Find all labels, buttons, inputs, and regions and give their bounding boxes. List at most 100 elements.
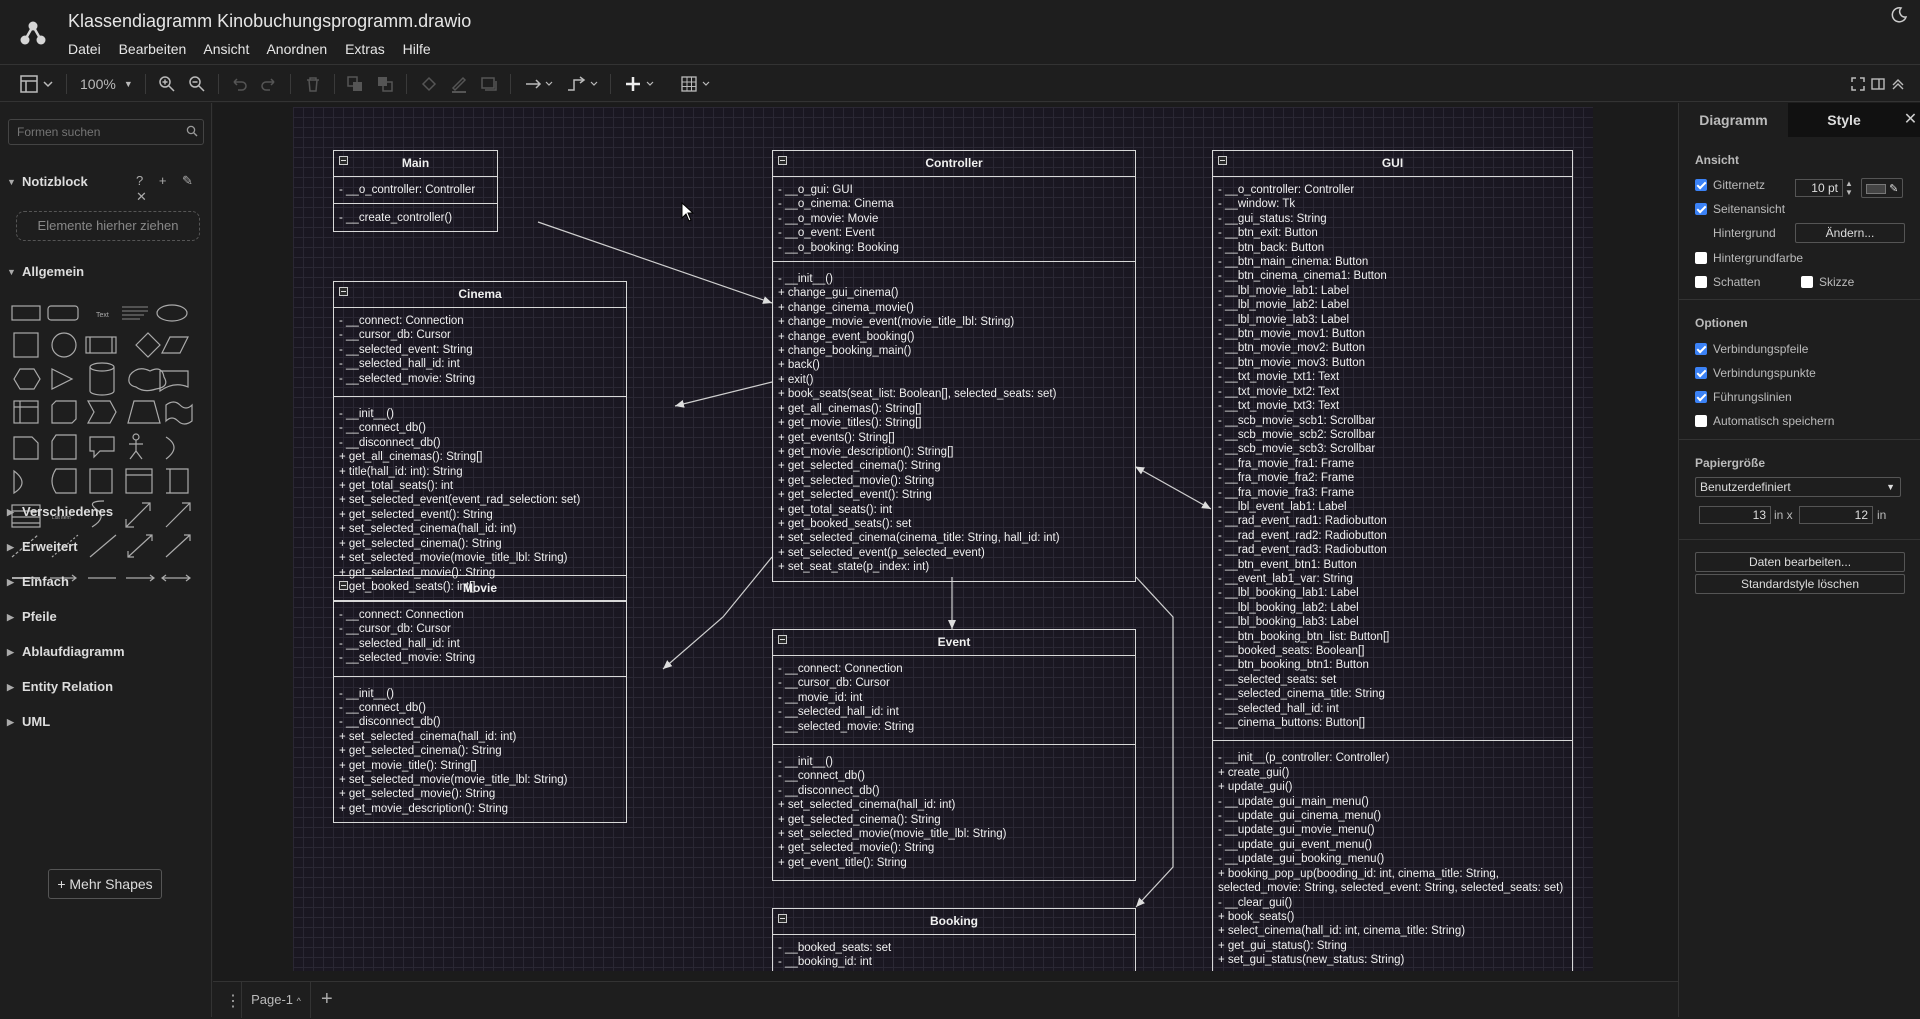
- table-icon[interactable]: [680, 74, 714, 94]
- grid-size-stepper-icon[interactable]: ▲▼: [1845, 179, 1853, 197]
- add-page-icon[interactable]: +: [321, 988, 333, 1010]
- zoom-in-icon[interactable]: [158, 74, 176, 94]
- menu-help[interactable]: Hilfe: [402, 41, 431, 57]
- tab-diagram[interactable]: Diagramm: [1679, 103, 1788, 137]
- diagram-page[interactable]: Main - __o_controller: Controller - __cr…: [293, 107, 1593, 971]
- section-advanced[interactable]: ▶Erweitert: [0, 536, 212, 558]
- class-movie[interactable]: Movie - __connect: Connection - __cursor…: [333, 575, 627, 824]
- class-event[interactable]: Event - __connect: Connection - __cursor…: [772, 629, 1136, 882]
- section-flowchart[interactable]: ▶Ablaufdiagramm: [0, 641, 212, 663]
- page-view-checkbox[interactable]: [1695, 203, 1707, 215]
- collapse-icon[interactable]: [778, 156, 787, 165]
- undo-icon[interactable]: [230, 74, 248, 94]
- collapse-icon[interactable]: [339, 156, 348, 165]
- change-background-button[interactable]: Ändern...: [1795, 223, 1905, 243]
- chevron-down-icon: ▼: [123, 79, 133, 89]
- paper-size-select[interactable]: Benutzerdefiniert▼: [1695, 477, 1901, 497]
- menu-edit[interactable]: Bearbeiten: [118, 41, 187, 57]
- collapse-up-icon[interactable]: [1890, 74, 1906, 94]
- method-line: + get_selected_cinema(): String: [339, 745, 502, 758]
- class-header[interactable]: Booking: [773, 909, 1135, 935]
- format-panel-toggle-icon[interactable]: [20, 74, 54, 94]
- document-title[interactable]: Klassendiagramm Kinobuchungsprogramm.dra…: [68, 11, 472, 31]
- method-line: + get_movie_description(): String: [339, 802, 509, 815]
- fill-color-icon[interactable]: [420, 74, 438, 94]
- sketch-checkbox[interactable]: [1801, 276, 1813, 288]
- grid-size-input[interactable]: 10 pt: [1795, 179, 1843, 197]
- class-header[interactable]: Controller: [773, 151, 1135, 177]
- paper-width-input[interactable]: 13: [1699, 506, 1771, 524]
- menu-file[interactable]: Datei: [68, 41, 101, 57]
- section-entity-relation[interactable]: ▶Entity Relation: [0, 676, 212, 698]
- split-panel-icon[interactable]: [1870, 74, 1886, 94]
- zoom-out-icon[interactable]: [188, 74, 206, 94]
- section-uml[interactable]: ▶UML: [0, 711, 212, 733]
- search-icon[interactable]: [186, 125, 198, 137]
- section-arrows[interactable]: ▶Pfeile: [0, 606, 212, 628]
- class-title: Cinema: [458, 287, 502, 301]
- clear-default-style-button[interactable]: Standardstyle löschen: [1695, 574, 1905, 594]
- zoom-value: 100%: [80, 76, 116, 92]
- class-header[interactable]: Movie: [334, 576, 626, 602]
- diagram-canvas[interactable]: Main - __o_controller: Controller - __cr…: [213, 103, 1678, 981]
- autosave-checkbox[interactable]: [1695, 415, 1707, 427]
- class-main[interactable]: Main - __o_controller: Controller - __cr…: [333, 150, 498, 232]
- line-color-icon[interactable]: [450, 74, 468, 94]
- connection-points-checkbox[interactable]: [1695, 367, 1707, 379]
- class-cinema[interactable]: Cinema - __connect: Connection - __curso…: [333, 281, 627, 602]
- section-misc[interactable]: ▶Verschiedenes: [0, 501, 212, 523]
- dark-mode-moon-icon[interactable]: [1890, 6, 1908, 24]
- paper-height-input[interactable]: 12: [1799, 506, 1873, 524]
- delete-icon[interactable]: [304, 74, 322, 94]
- general-section-header[interactable]: ▼Allgemein: [0, 261, 212, 283]
- grid-checkbox[interactable]: [1695, 179, 1707, 191]
- shape-search-input[interactable]: [8, 119, 204, 145]
- tab-style[interactable]: Style: [1788, 103, 1900, 137]
- collapse-icon[interactable]: [339, 581, 348, 590]
- triangle-right-icon: ▶: [7, 717, 14, 727]
- method-line: - __init__(p_controller: Controller): [1218, 752, 1390, 765]
- redo-icon[interactable]: [260, 74, 278, 94]
- insert-plus-icon[interactable]: [624, 74, 658, 94]
- zoom-level[interactable]: 100% ▼: [80, 74, 133, 94]
- class-gui[interactable]: GUI - __o_controller: Controller - __win…: [1212, 150, 1573, 971]
- shadow-checkbox[interactable]: [1695, 276, 1707, 288]
- waypoints-icon[interactable]: [566, 74, 600, 94]
- scratchpad-drop-zone[interactable]: Elemente hierher ziehen: [16, 211, 200, 241]
- kebab-menu-icon[interactable]: ⋮: [225, 993, 241, 1010]
- section-basic[interactable]: ▶Einfach: [0, 571, 212, 593]
- to-front-icon[interactable]: [346, 74, 364, 94]
- method-line: - __update_gui_cinema_menu(): [1218, 810, 1382, 823]
- background-color-checkbox[interactable]: [1695, 252, 1707, 264]
- collapse-icon[interactable]: [1218, 156, 1227, 165]
- class-header[interactable]: Cinema: [334, 282, 626, 308]
- grid-color-picker[interactable]: ✎: [1861, 178, 1903, 198]
- menu-extras[interactable]: Extras: [345, 41, 385, 57]
- shape-palette[interactable]: Text: [0, 295, 212, 715]
- class-header[interactable]: GUI: [1213, 151, 1572, 177]
- scratchpad-header[interactable]: ▼Notizblock: [0, 171, 212, 193]
- class-header[interactable]: Main: [334, 151, 497, 177]
- connection-arrows-checkbox[interactable]: [1695, 343, 1707, 355]
- collapse-icon[interactable]: [778, 635, 787, 644]
- shadow-icon[interactable]: [480, 74, 498, 94]
- menu-arrange[interactable]: Anordnen: [266, 41, 328, 57]
- edit-data-button[interactable]: Daten bearbeiten...: [1695, 552, 1905, 572]
- section-label: Erweitert: [22, 539, 78, 554]
- connection-arrow-icon[interactable]: [524, 74, 554, 94]
- menu-view[interactable]: Ansicht: [203, 41, 250, 57]
- fullscreen-icon[interactable]: [1850, 74, 1866, 94]
- to-back-icon[interactable]: [376, 74, 394, 94]
- svg-text:List item: List item: [52, 515, 71, 521]
- class-booking[interactable]: Booking - __booked_seats: set - __bookin…: [772, 908, 1136, 971]
- more-shapes-button[interactable]: + Mehr Shapes: [48, 869, 162, 899]
- collapse-icon[interactable]: [339, 287, 348, 296]
- collapse-icon[interactable]: [778, 914, 787, 923]
- page-tab[interactable]: Page-1 ^: [241, 982, 311, 1018]
- guides-checkbox[interactable]: [1695, 391, 1707, 403]
- scratchpad-tools[interactable]: ? + ✎ ✕: [136, 173, 199, 204]
- class-controller[interactable]: Controller - __o_gui: GUI - __o_cinema: …: [772, 150, 1136, 582]
- class-header[interactable]: Event: [773, 630, 1135, 656]
- chevron-up-icon[interactable]: ^: [296, 996, 301, 1006]
- close-icon[interactable]: ✕: [1900, 103, 1920, 137]
